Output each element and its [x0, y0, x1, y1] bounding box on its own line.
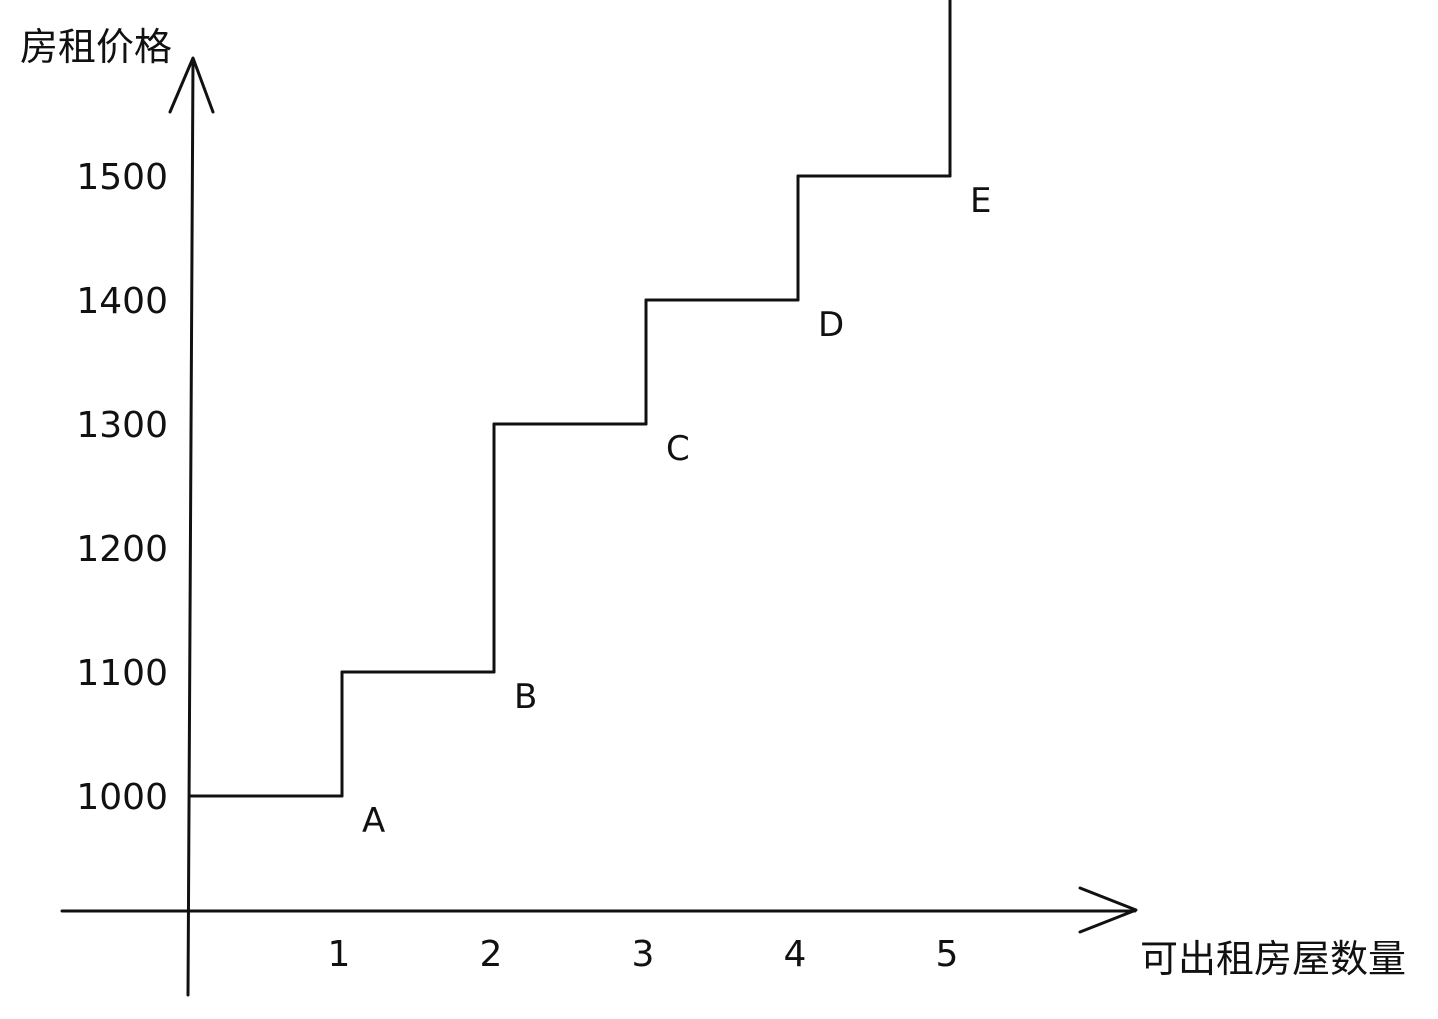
y-axis-arrow-icon [168, 56, 215, 114]
axes: 房租价格 可出租房屋数量 [20, 25, 1406, 997]
y-tick-label: 1100 [76, 653, 168, 694]
series-layer [188, 0, 952, 798]
y-tick-labels: 1000 1100 1200 1300 1400 1500 [76, 157, 168, 818]
x-axis-title: 可出租房屋数量 [1140, 937, 1406, 981]
y-tick-label: 1500 [76, 157, 168, 198]
x-tick-labels: 1 2 3 4 5 [328, 934, 959, 975]
x-tick-label: 2 [480, 934, 503, 975]
y-tick-label: 1300 [76, 405, 168, 446]
y-tick-label: 1400 [76, 281, 168, 322]
point-labels: A B C D E [362, 181, 991, 841]
x-axis-arrow-icon [1078, 886, 1138, 934]
y-axis [186, 58, 195, 997]
point-label: B [514, 677, 537, 717]
x-tick-label: 5 [936, 934, 959, 975]
y-axis-title: 房租价格 [20, 25, 172, 69]
y-tick-label: 1200 [76, 529, 168, 570]
point-label: A [362, 801, 385, 841]
point-label: E [970, 181, 991, 221]
x-tick-label: 3 [632, 934, 655, 975]
x-tick-label: 1 [328, 934, 351, 975]
y-tick-label: 1000 [76, 777, 168, 818]
x-tick-label: 4 [784, 934, 807, 975]
point-label: C [666, 429, 690, 469]
point-label: D [818, 305, 844, 345]
